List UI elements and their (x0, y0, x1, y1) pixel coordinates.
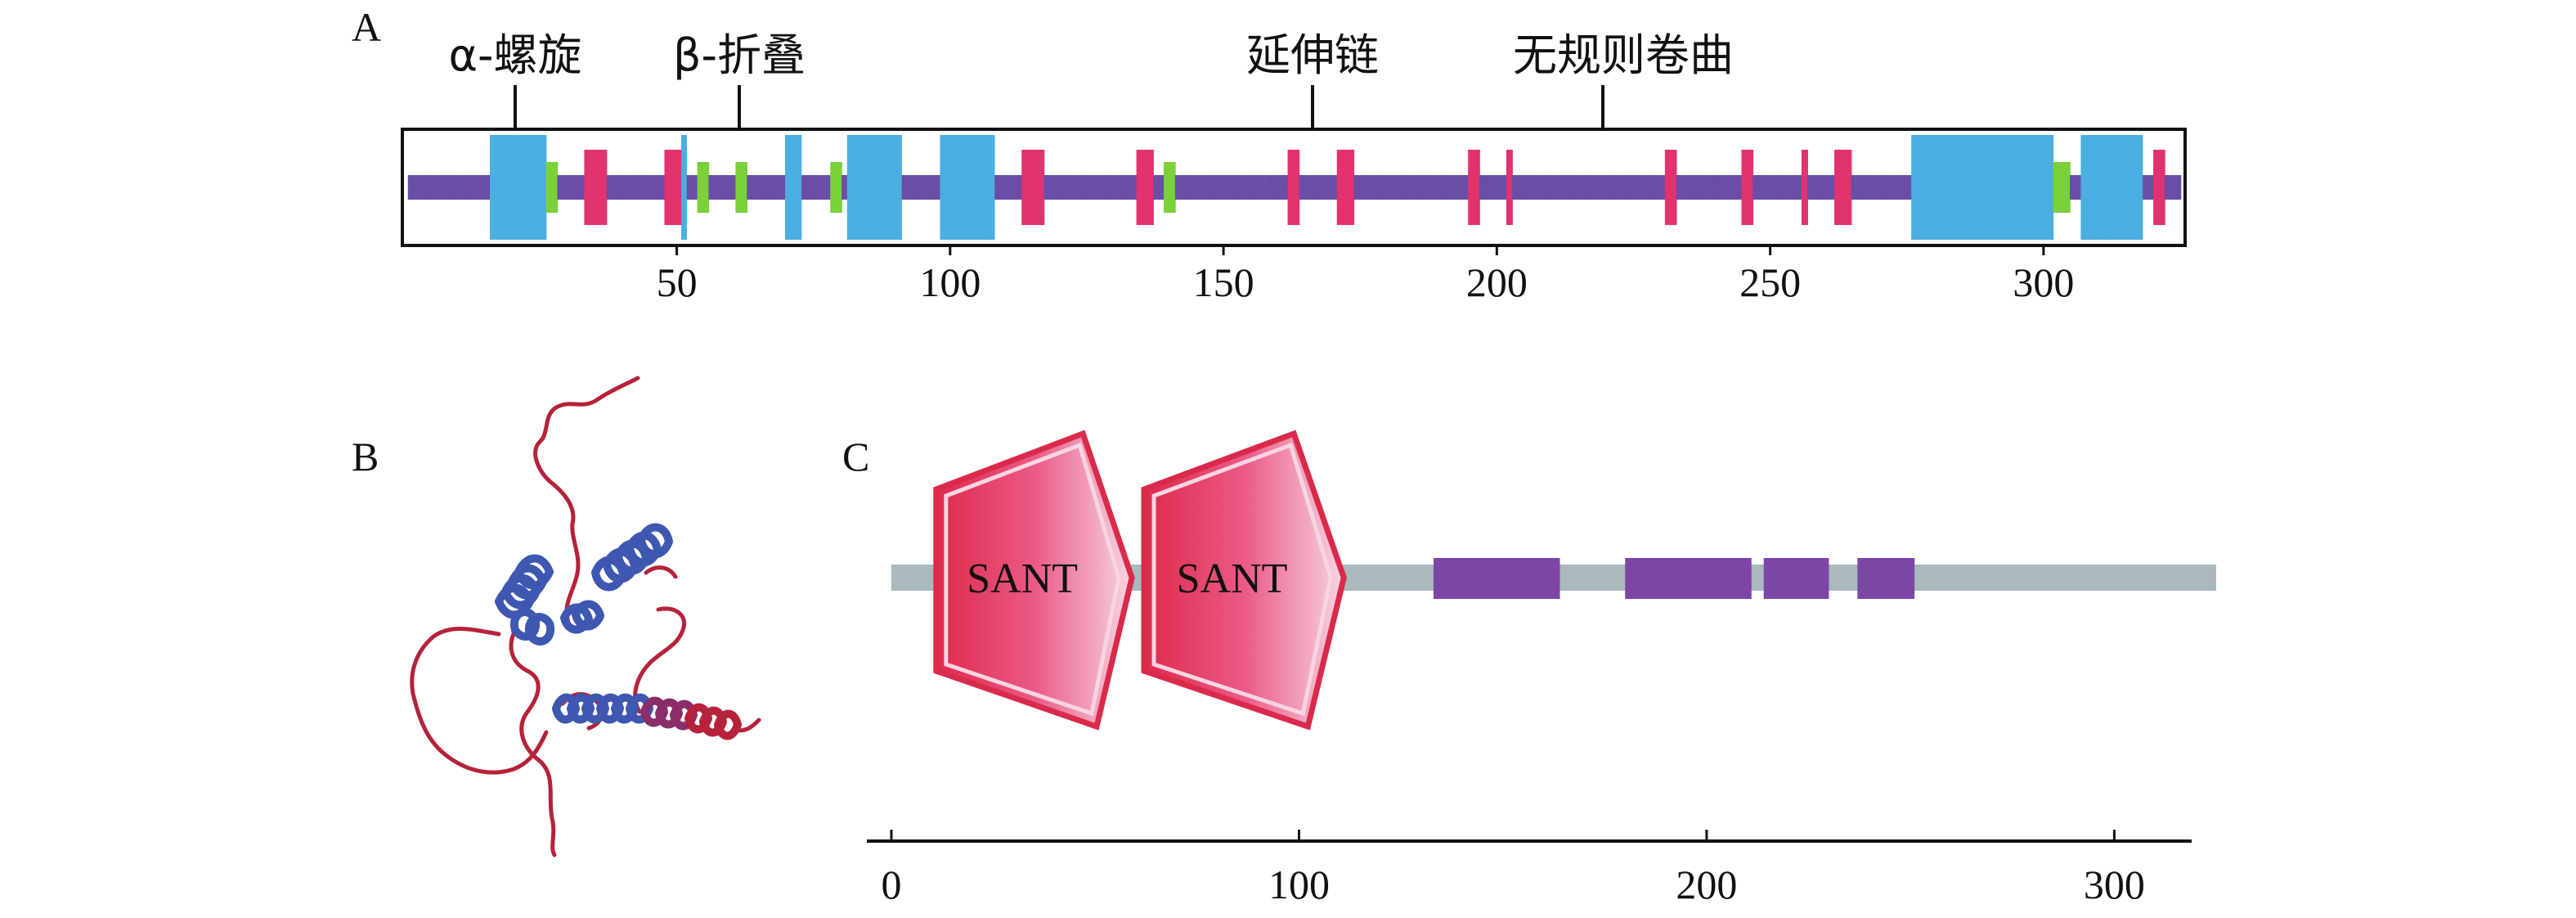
sant-domain-label: SANT (1177, 556, 1288, 602)
motif-region (1433, 558, 1560, 599)
ribbon-coil (633, 606, 687, 714)
panel-a-letter: A (352, 4, 381, 50)
ribbon-coil (410, 627, 549, 775)
ribbon-helix (509, 608, 555, 646)
ribbon-coil (533, 376, 640, 624)
domain-tick-label: 300 (2084, 862, 2145, 907)
ribbon-helix (684, 703, 742, 740)
sant-domain-1: SANT (933, 430, 1135, 731)
ribbon-coil (734, 718, 761, 733)
sequence-tick-label: 100 (919, 259, 981, 305)
domain-tick-label: 0 (882, 862, 902, 907)
sant-domain-2: SANT (1141, 430, 1347, 731)
legend-helix-label: α-螺旋 (448, 29, 581, 81)
domain-axis: 0 100 200 300 (882, 830, 2145, 907)
ribbon-helix (495, 554, 554, 619)
sequence-track-marks (407, 135, 2182, 240)
sequence-tick-label: 250 (1739, 259, 1801, 305)
sequence-tick-label: 300 (2013, 259, 2074, 305)
motif-region (1625, 558, 1752, 599)
sant-domain-label: SANT (967, 556, 1078, 602)
motif-region (1857, 558, 1915, 599)
ribbon-helix (560, 600, 604, 634)
sant-domains: SANT SANT (933, 430, 1347, 731)
sant-domain-inner-edge (944, 442, 1121, 717)
panel-c: C SANT SANT 0 100 200 300 (842, 430, 2216, 907)
ribbon-coil (509, 628, 557, 857)
domain-tick-label: 100 (1268, 862, 1330, 907)
panel-b: B (352, 376, 761, 857)
sequence-axis: 50 100 150 200 250 300 (657, 244, 2074, 305)
motif-region (1763, 558, 1829, 599)
protein-3d-structure (410, 376, 761, 857)
panel-a: A α-螺旋 β-折叠 延伸链 无规则卷曲 50 100 150 200 250… (352, 4, 2187, 305)
legend-ext-label: 延伸链 (1246, 29, 1379, 81)
motif-regions (1433, 558, 1915, 599)
sequence-tick-label: 200 (1466, 259, 1528, 305)
panel-b-letter: B (352, 434, 379, 479)
ribbon-helix (591, 523, 673, 592)
sant-domain-inner-edge (1151, 442, 1333, 717)
sequence-tick-label: 50 (657, 259, 698, 305)
panel-c-letter: C (842, 434, 869, 479)
sant-domain-shape (933, 430, 1135, 731)
sequence-tick-label: 150 (1193, 259, 1254, 305)
legend-coil-label: 无规则卷曲 (1513, 29, 1734, 81)
sant-domain-shape (1141, 430, 1347, 731)
ribbon-helix (552, 693, 653, 724)
domain-tick-label: 200 (1676, 862, 1737, 907)
legend-strand-label: β-折叠 (673, 29, 806, 81)
ribbon-coil (644, 565, 678, 579)
